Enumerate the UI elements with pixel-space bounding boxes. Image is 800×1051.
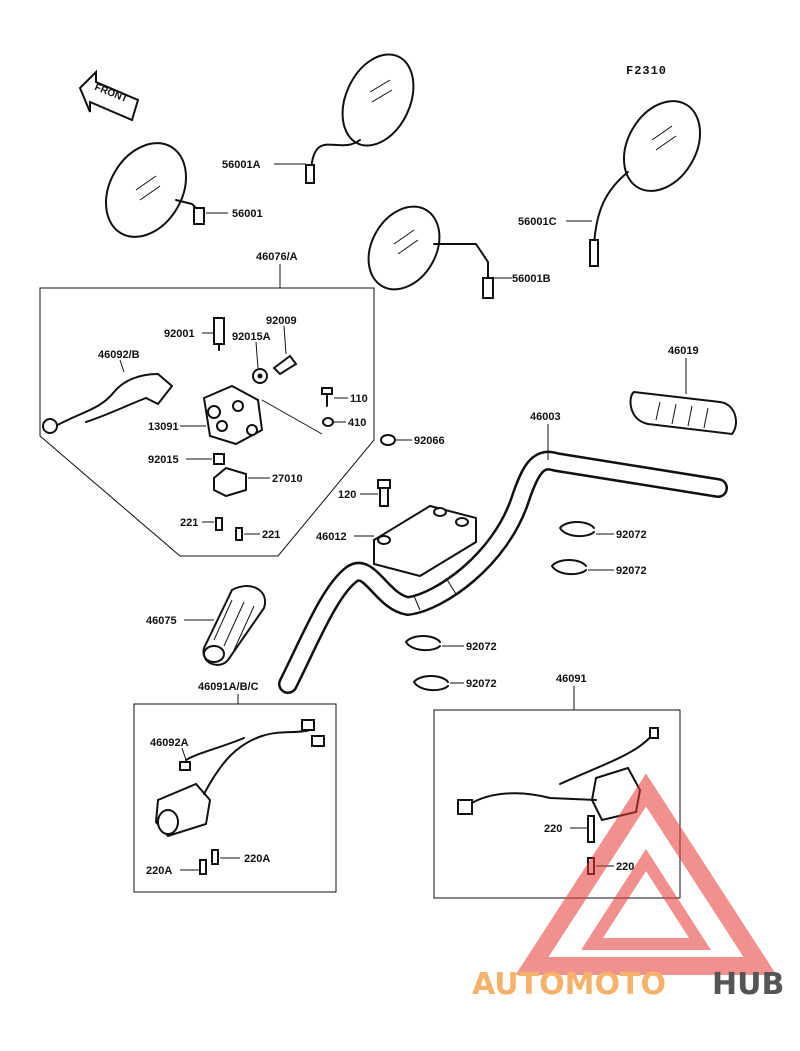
label-46076A: 46076/A: [256, 251, 298, 263]
label-92072-1: 92072: [616, 529, 647, 541]
label-56001C: 56001C: [518, 216, 557, 228]
leader-92015A: [255, 341, 259, 369]
left-switch-housing: [154, 719, 325, 838]
mirror-56001C: [589, 100, 701, 267]
bolt-110: [321, 387, 333, 407]
bolt-120: [377, 479, 391, 507]
label-221-left: 221: [180, 517, 198, 529]
screw-220A-right: [211, 849, 219, 865]
grip-46075: [202, 585, 267, 666]
label-92009: 92009: [266, 315, 297, 327]
label-220A-right: 220A: [244, 853, 270, 865]
label-46092A: 46092A: [150, 737, 189, 749]
clip-92072-4: [413, 675, 449, 692]
lever-assembly-frame: [39, 287, 375, 557]
label-46091: 46091: [556, 673, 587, 685]
leader-92009: [283, 325, 287, 355]
lever-holder-13091: [202, 384, 264, 446]
label-56001: 56001: [232, 208, 263, 220]
clamp-46012: [373, 504, 477, 578]
label-92072-3: 92072: [466, 641, 497, 653]
label-92072-4: 92072: [466, 678, 497, 690]
leader-410-assembly: [261, 399, 323, 435]
label-120: 120: [338, 489, 356, 501]
label-410: 410: [348, 417, 366, 429]
clip-92072-3: [405, 635, 441, 652]
handlebar-46003: [278, 450, 728, 694]
cap-92066: [380, 434, 396, 446]
label-92066: 92066: [414, 435, 445, 447]
label-56001B: 56001B: [512, 273, 551, 285]
nut-92015A: [252, 368, 268, 384]
label-46012: 46012: [316, 531, 347, 543]
leader-46092A: [181, 747, 187, 761]
leader-46092B: [119, 359, 125, 373]
washer-410: [322, 417, 334, 427]
grip-46019: [629, 390, 737, 436]
screw-220-upper: [587, 815, 595, 843]
label-92072-2: 92072: [616, 565, 647, 577]
watermark-text-accent: HUB: [712, 967, 784, 1002]
screw-221-left: [215, 517, 223, 531]
front-arrow-icon: FRONT: [78, 69, 140, 122]
nut-92015: [213, 453, 225, 465]
label-13091: 13091: [148, 421, 179, 433]
mirror-56001: [105, 142, 205, 238]
clip-92072-2: [551, 559, 587, 576]
screw-92009: [272, 354, 298, 376]
label-92015: 92015: [148, 454, 179, 466]
label-46091ABC: 46091A/B/C: [198, 681, 259, 693]
label-221-right: 221: [262, 529, 280, 541]
label-46003: 46003: [530, 411, 561, 423]
watermark-text-main: AUTOMOTO: [472, 967, 666, 1002]
brake-lever-46092B: [42, 373, 173, 434]
label-220-upper: 220: [544, 823, 562, 835]
label-56001A: 56001A: [222, 159, 261, 171]
watermark-triangle-icon: [515, 773, 777, 975]
label-220A-left: 220A: [146, 865, 172, 877]
watermark-logo: [515, 773, 777, 975]
left-switch-frame: [133, 703, 337, 893]
right-switch-frame: [433, 709, 681, 899]
screw-221-right: [235, 527, 243, 541]
switch-27010: [213, 466, 247, 498]
bolt-92001: [213, 317, 225, 351]
label-220-lower: 220: [616, 861, 634, 873]
screw-220A-left: [199, 859, 207, 875]
label-46092B: 46092/B: [98, 349, 140, 361]
label-46019: 46019: [668, 345, 699, 357]
figure-code: F2310: [626, 64, 667, 78]
clip-92072-1: [559, 521, 595, 538]
mirror-56001B: [367, 205, 494, 299]
label-110: 110: [350, 393, 368, 405]
label-27010: 27010: [272, 473, 303, 485]
mirror-56001A: [305, 53, 415, 184]
label-92001: 92001: [164, 328, 195, 340]
label-92015A: 92015A: [232, 331, 271, 343]
label-46075: 46075: [146, 615, 177, 627]
